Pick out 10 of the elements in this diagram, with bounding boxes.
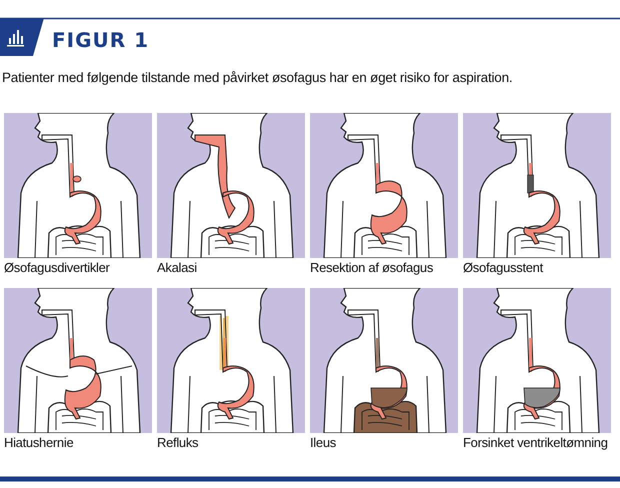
condition-label: Øsofagusdivertikler [4,260,110,275]
condition-label: Øsofagusstent [463,260,543,275]
condition-label: Forsinket ventrikeltømning [463,435,608,450]
condition-label: Refluks [157,435,198,450]
condition-label: Akalasi [157,260,197,275]
condition-label: Ileus [310,435,336,450]
condition-label: Hiatushernie [4,435,74,450]
figure-title: FIGUR 1 [52,28,150,52]
condition-label: Resektion af øsofagus [310,260,434,275]
figure-caption: Patienter med følgende tilstande med påvirket øsofagus har en øget risiko for aspiration. [2,70,512,85]
